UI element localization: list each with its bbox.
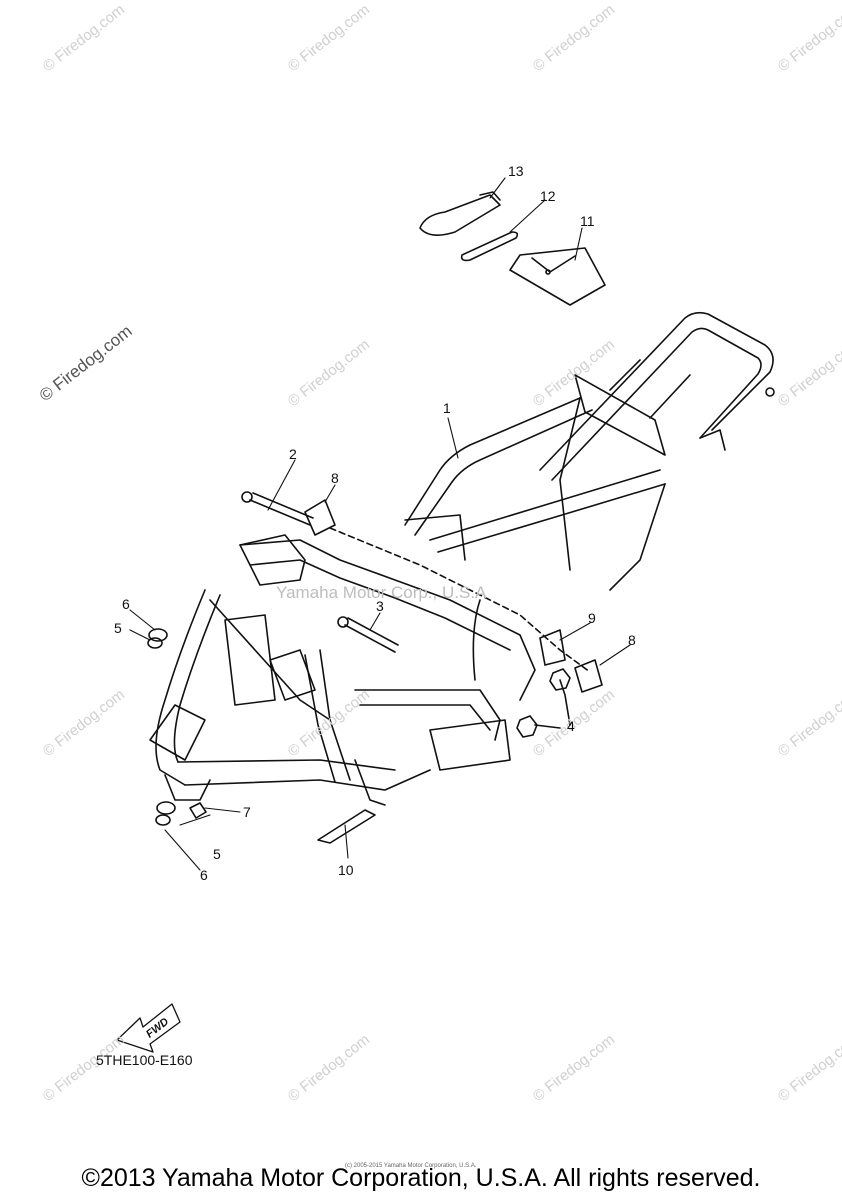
callout-4: 4	[567, 718, 575, 734]
rear-rack	[539, 311, 775, 481]
nuts	[516, 668, 571, 738]
fwd-arrow-icon	[116, 1003, 181, 1053]
grommets	[147, 628, 207, 826]
accessory-parts	[419, 191, 606, 306]
callout-13: 13	[508, 163, 524, 179]
mount-alignment-line	[329, 527, 591, 673]
callout-8-lower: 8	[628, 632, 636, 648]
callout-11: 11	[580, 213, 595, 229]
callout-8-upper: 8	[331, 470, 339, 486]
callout-5-upper: 5	[114, 620, 122, 636]
collars	[304, 499, 603, 693]
center-watermark: Yamaha Motor Corp., U.S.A	[276, 583, 487, 602]
callout-6-upper: 6	[122, 596, 130, 612]
callout-6-lower: 6	[200, 867, 208, 883]
main-frame-cradle	[149, 534, 536, 806]
callout-3: 3	[376, 598, 384, 614]
callout-1: 1	[443, 400, 451, 416]
fwd-label: FWD	[144, 1016, 171, 1041]
callout-2: 2	[289, 446, 297, 462]
callout-10: 10	[338, 862, 354, 878]
emblem-plate	[317, 809, 376, 844]
upper-frame-rails	[404, 397, 666, 591]
bolts	[241, 491, 399, 653]
fine-print: (c) 2005-2015 Yamaha Motor Corporation, …	[345, 1163, 477, 1169]
diagram-code: 5THE100-E160	[96, 1052, 193, 1068]
callout-5-lower: 5	[213, 846, 221, 862]
callout-12: 12	[540, 188, 556, 204]
leader-lines	[129, 177, 631, 871]
copyright-notice: ©2013 Yamaha Motor Corporation, U.S.A. A…	[81, 1164, 761, 1192]
callout-9: 9	[588, 610, 596, 626]
callout-7: 7	[243, 804, 251, 820]
